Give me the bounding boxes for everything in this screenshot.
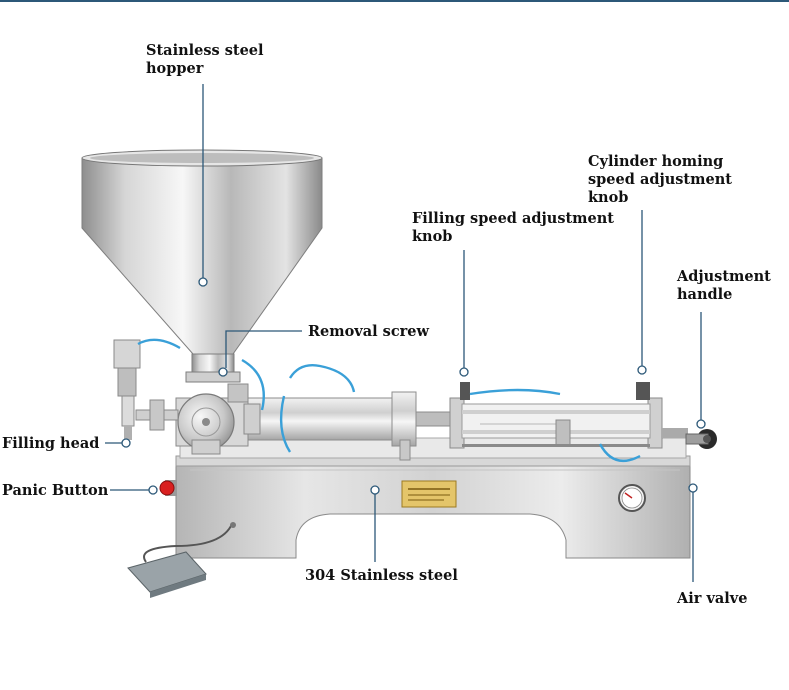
leader-dot-filling-speed bbox=[459, 367, 469, 377]
label-adjustment-handle-line1: Adjustment bbox=[677, 268, 771, 285]
leader-removal-screw bbox=[225, 330, 302, 368]
leader-dot-adjustment-handle bbox=[696, 419, 706, 429]
label-cylinder-homing: Cylinder homing speed adjustment knob bbox=[588, 153, 732, 207]
main-cylinder bbox=[245, 391, 451, 461]
label-cylinder-homing-line1: Cylinder homing bbox=[588, 153, 724, 170]
leader-dot-filling-head bbox=[121, 438, 131, 448]
foot-pedal-icon bbox=[127, 522, 236, 598]
label-filling-head: Filling head bbox=[2, 435, 100, 452]
label-removal-screw: Removal screw bbox=[308, 323, 430, 340]
pressure-gauge-icon bbox=[618, 484, 646, 512]
leader-dot-air-valve bbox=[688, 483, 698, 493]
label-cylinder-homing-line3: knob bbox=[588, 189, 629, 206]
label-304-steel: 304 Stainless steel bbox=[305, 567, 458, 584]
air-cylinder bbox=[449, 382, 688, 449]
adjustment-handle-icon bbox=[685, 429, 717, 449]
label-hopper-line2: hopper bbox=[146, 60, 204, 77]
panic-button-icon bbox=[159, 480, 177, 496]
leader-dot-304-steel bbox=[370, 485, 380, 495]
label-air-valve: Air valve bbox=[677, 590, 748, 607]
rotary-valve bbox=[175, 383, 261, 455]
label-cylinder-homing-line2: speed adjustment bbox=[588, 171, 732, 188]
label-adjustment-handle-line2: handle bbox=[677, 286, 733, 303]
label-filling-speed-line1: Filling speed adjustment bbox=[412, 210, 614, 227]
label-filling-speed-line2: knob bbox=[412, 228, 453, 245]
nameplate bbox=[401, 480, 457, 508]
air-hoses bbox=[137, 338, 641, 463]
leader-dot-panic-button bbox=[148, 485, 158, 495]
leader-dot-cylinder-homing bbox=[637, 365, 647, 375]
label-hopper-line1: Stainless steel bbox=[146, 42, 264, 59]
leader-dot-removal-screw bbox=[218, 367, 228, 377]
leader-lines bbox=[105, 84, 706, 582]
leader-dot-hopper bbox=[198, 277, 208, 287]
top-rule bbox=[0, 0, 789, 2]
label-panic-button: Panic Button bbox=[2, 482, 109, 499]
filling-head bbox=[113, 339, 179, 440]
label-hopper: Stainless steel hopper bbox=[146, 42, 264, 78]
label-adjustment-handle: Adjustment handle bbox=[677, 268, 771, 304]
label-filling-speed: Filling speed adjustment knob bbox=[412, 210, 614, 246]
